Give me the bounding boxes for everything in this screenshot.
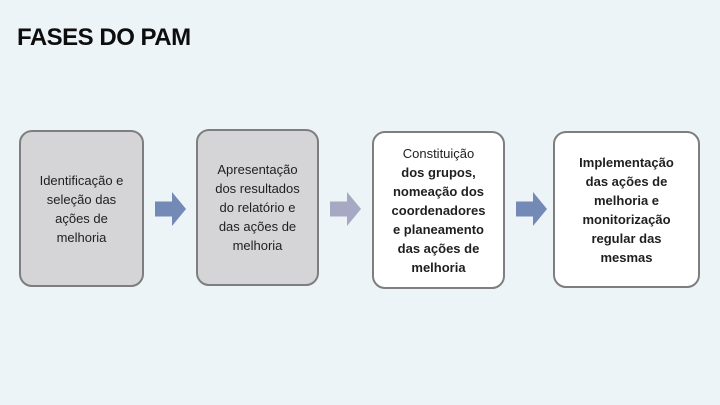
arrow-right-icon — [516, 192, 547, 226]
slide-title: FASES DO PAM — [17, 24, 191, 51]
box-text-line: coordenadores — [391, 202, 486, 218]
flow-step-identificacao: Identificação e seleção das ações de mel… — [19, 130, 144, 287]
box-text-line: das ações de — [397, 240, 480, 256]
box-text-line: das ações de — [218, 219, 297, 234]
box-text-line: e planeamento — [392, 221, 484, 237]
flow-step-text: Constituição dos grupos, nomeação dos co… — [392, 144, 486, 277]
box-text-line: das ações de — [585, 173, 668, 189]
flow-step-text: Identificação e seleção das ações de mel… — [40, 171, 124, 247]
box-text-line: Apresentação — [217, 162, 298, 177]
box-text-line: melhoria — [411, 259, 466, 275]
arrow-right-icon — [330, 192, 361, 226]
box-text-line: nomeação dos — [392, 183, 484, 199]
box-text-line: Implementação — [579, 154, 674, 170]
flow-step-implementacao: Implementação das ações de melhoria e mo… — [553, 131, 700, 288]
box-text-line: do relatório e — [219, 200, 296, 215]
flow-step-text: Apresentação dos resultados do relatório… — [215, 160, 300, 255]
box-text-line: monitorização — [582, 211, 671, 227]
flow-step-text: Implementação das ações de melhoria e mo… — [579, 153, 674, 267]
box-text-line: dos resultados — [215, 181, 300, 196]
flow-step-constituicao: Constituição dos grupos, nomeação dos co… — [372, 131, 505, 289]
flow-step-apresentacao: Apresentação dos resultados do relatório… — [196, 129, 319, 286]
box-text-line: Identificação e — [39, 172, 124, 188]
box-text-line: melhoria e — [593, 192, 660, 208]
box-text-line: regular das — [591, 230, 662, 246]
arrow-right-icon — [155, 192, 186, 226]
box-text-line: mesmas — [600, 249, 653, 265]
box-text-line: melhoria — [232, 238, 283, 253]
box-text-line: dos grupos, — [401, 164, 476, 180]
box-text-line: ações de — [55, 210, 108, 226]
box-text-line: melhoria — [56, 229, 107, 245]
box-text-line: Constituição — [402, 145, 475, 161]
box-text-line: seleção das — [46, 191, 117, 207]
